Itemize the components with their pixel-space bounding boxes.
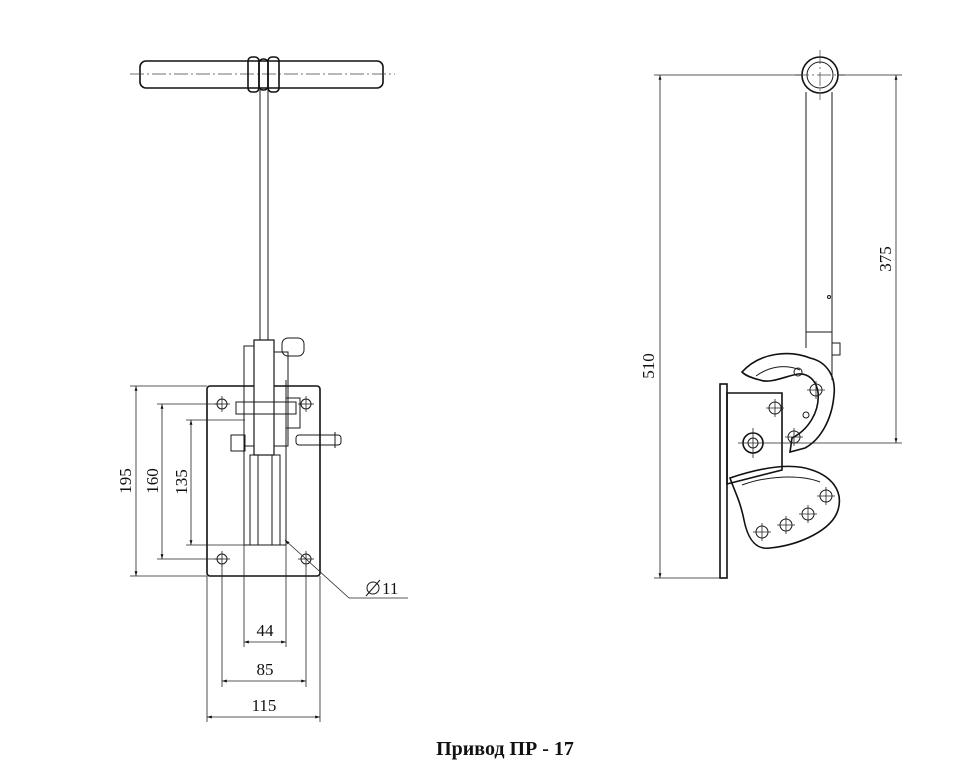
svg-text:135: 135 xyxy=(172,469,191,495)
hole-diameter-callout: 11 xyxy=(284,539,408,599)
dimension-375: 375 xyxy=(768,74,902,444)
dimension-160: 160 xyxy=(143,403,222,560)
front-view: 195 160 135 44 85 xyxy=(116,56,408,722)
plate-hole-2 xyxy=(777,516,795,534)
mounting-bracket xyxy=(719,383,783,579)
svg-text:375: 375 xyxy=(876,246,895,272)
svg-text:510: 510 xyxy=(639,353,658,379)
svg-text:44: 44 xyxy=(257,621,275,640)
dimension-135: 135 xyxy=(172,419,245,546)
dimension-510: 510 xyxy=(639,74,802,579)
svg-text:115: 115 xyxy=(252,696,277,715)
bolt-b xyxy=(807,381,825,399)
handle-end-view xyxy=(795,50,845,100)
dimension-195: 195 xyxy=(116,385,207,577)
side-view: 510 375 xyxy=(639,50,902,579)
plate-hole-4 xyxy=(817,487,835,505)
svg-text:11: 11 xyxy=(382,579,398,598)
svg-text:160: 160 xyxy=(143,468,162,494)
lever-shaft xyxy=(259,90,269,345)
svg-text:195: 195 xyxy=(116,468,135,494)
mounting-hole-top-right xyxy=(298,396,314,412)
bolt-a xyxy=(766,399,784,417)
diameter-symbol-icon xyxy=(365,579,381,597)
svg-text:85: 85 xyxy=(257,660,274,679)
plate-hole-3 xyxy=(799,505,817,523)
small-pin xyxy=(793,367,810,419)
pivot-bolt xyxy=(738,428,768,458)
drawing-title: Привод ПР - 17 xyxy=(436,738,574,760)
dimension-115: 115 xyxy=(206,576,321,722)
plate-hole-1 xyxy=(753,523,771,541)
dimension-85: 85 xyxy=(221,565,307,687)
handle-grip xyxy=(130,56,395,93)
ratchet-side xyxy=(728,352,841,549)
ratchet-mechanism xyxy=(230,337,342,546)
dimension-44: 44 xyxy=(243,545,287,647)
lever-shaft-side xyxy=(805,92,841,380)
